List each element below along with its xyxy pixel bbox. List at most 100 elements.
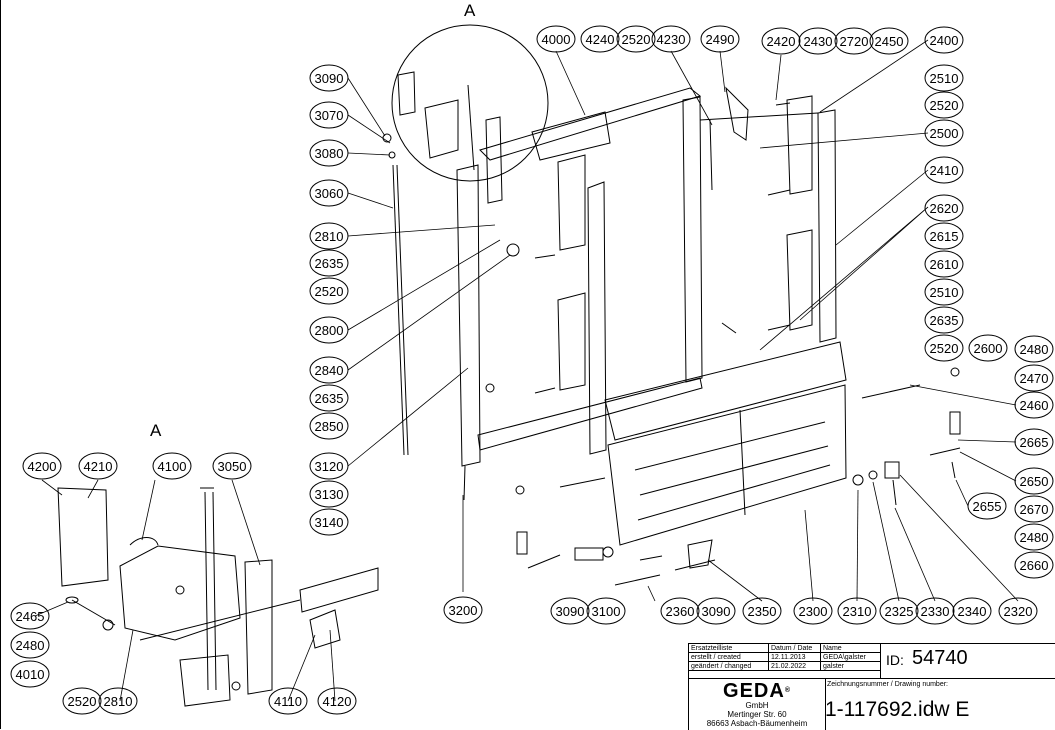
bracket-2490	[725, 86, 749, 141]
changed-name: galster	[821, 662, 881, 671]
callout-2635: 2635	[930, 313, 959, 328]
callout-2420: 2420	[767, 34, 796, 49]
callout-4120: 4120	[323, 694, 352, 709]
blank-row	[689, 671, 881, 679]
callout-2520: 2520	[930, 98, 959, 113]
callout-4240: 4240	[586, 32, 615, 47]
callout-3090: 3090	[702, 604, 731, 619]
view-label-top: A	[464, 1, 476, 20]
callout-2350: 2350	[748, 604, 777, 619]
callout-2665: 2665	[1020, 435, 1049, 450]
bottom-rail	[477, 377, 703, 451]
clamp-4110	[309, 609, 341, 649]
callout-2360: 2360	[666, 604, 695, 619]
main-assembly	[382, 86, 961, 586]
middle-bar	[587, 181, 607, 455]
callout-2410: 2410	[930, 163, 959, 178]
callout-bubble	[309, 64, 349, 92]
callout-2520: 2520	[622, 32, 651, 47]
rod-3060	[392, 164, 405, 456]
company-street: Mertinger Str. 60	[727, 710, 787, 719]
detail-circle-a	[391, 24, 549, 182]
callout-2615: 2615	[930, 229, 959, 244]
callout-2635: 2635	[315, 256, 344, 271]
callout-2480: 2480	[1020, 342, 1049, 357]
date-header: Datum / Date	[769, 644, 821, 653]
plate-4100	[119, 545, 241, 641]
callout-2460: 2460	[1020, 398, 1049, 413]
id-label: ID:	[886, 652, 904, 668]
drawing-number: 1-117692.idw E	[825, 698, 970, 721]
changed-label: geändert / changed	[689, 662, 769, 671]
callout-3080: 3080	[315, 146, 344, 161]
callout-2670: 2670	[1020, 502, 1049, 517]
created-date: 12.11.2013	[769, 653, 821, 662]
created-label: erstellt / created	[689, 653, 769, 662]
hook-lower-right	[786, 229, 813, 331]
rail-carriage	[531, 111, 611, 161]
callout-2520: 2520	[68, 694, 97, 709]
callout-2330: 2330	[921, 604, 950, 619]
callout-4010: 4010	[16, 667, 45, 682]
callout-2500: 2500	[930, 126, 959, 141]
callout-3200: 3200	[449, 603, 478, 618]
callout-2600: 2600	[974, 341, 1003, 356]
callout-2840: 2840	[315, 363, 344, 378]
callout-bubbles: 3090 3070 3080 3060 2810 2635 2520 2800 …	[10, 25, 1054, 715]
callout-2720: 2720	[840, 34, 869, 49]
callout-3070: 3070	[315, 108, 344, 123]
hook-upper-left	[557, 154, 586, 251]
callout-4200: 4200	[28, 459, 57, 474]
left-mast-top	[485, 116, 503, 204]
callout-3100: 3100	[592, 604, 621, 619]
rail-section	[299, 567, 379, 613]
callout-2480: 2480	[1020, 530, 1049, 545]
callout-2810: 2810	[104, 694, 133, 709]
callout-2465: 2465	[16, 609, 45, 624]
bracket-4200	[57, 487, 109, 587]
drawing-number-label: Zeichnungsnummer / Drawing number:	[827, 681, 948, 688]
callout-3130: 3130	[315, 487, 344, 502]
far-right-post	[817, 109, 837, 343]
callout-2660: 2660	[1020, 558, 1049, 573]
callout-2340: 2340	[958, 604, 987, 619]
view-label-detail: A	[150, 421, 162, 440]
company-form: GmbH	[745, 701, 769, 710]
callout-3090: 3090	[315, 71, 344, 86]
callout-4000: 4000	[542, 32, 571, 47]
callout-2610: 2610	[930, 257, 959, 272]
detail-view-a	[57, 487, 379, 707]
callout-4230: 4230	[657, 32, 686, 47]
callout-3120: 3120	[315, 459, 344, 474]
detail-circle-content	[397, 71, 475, 171]
left-mast	[456, 164, 481, 467]
callout-4110: 4110	[274, 694, 302, 709]
callout-2450: 2450	[875, 34, 904, 49]
post-3050	[244, 559, 273, 695]
callout-2320: 2320	[1004, 604, 1033, 619]
callout-3050: 3050	[218, 459, 247, 474]
callout-2620: 2620	[930, 201, 959, 216]
callout-4210: 4210	[84, 459, 113, 474]
callout-2310: 2310	[843, 604, 872, 619]
callout-3060: 3060	[315, 186, 344, 201]
leader-lines	[34, 39, 1019, 702]
base-plate	[179, 654, 231, 707]
callout-2850: 2850	[315, 419, 344, 434]
callout-2655: 2655	[973, 499, 1002, 514]
parts-list-label: Ersatzteilliste	[689, 644, 769, 653]
changed-date: 21.02.2022	[769, 662, 821, 671]
right-mast	[682, 96, 703, 383]
callout-2510: 2510	[930, 71, 959, 86]
callout-2520: 2520	[930, 341, 959, 356]
callout-2810: 2810	[315, 229, 344, 244]
callout-2480: 2480	[16, 638, 45, 653]
callout-2800: 2800	[315, 323, 344, 338]
company-city: 86663 Asbach-Bäumenheim	[706, 719, 808, 728]
hook-upper-right	[786, 95, 813, 195]
callout-2490: 2490	[706, 32, 735, 47]
callout-3090: 3090	[556, 604, 585, 619]
platform-frame	[607, 384, 847, 546]
